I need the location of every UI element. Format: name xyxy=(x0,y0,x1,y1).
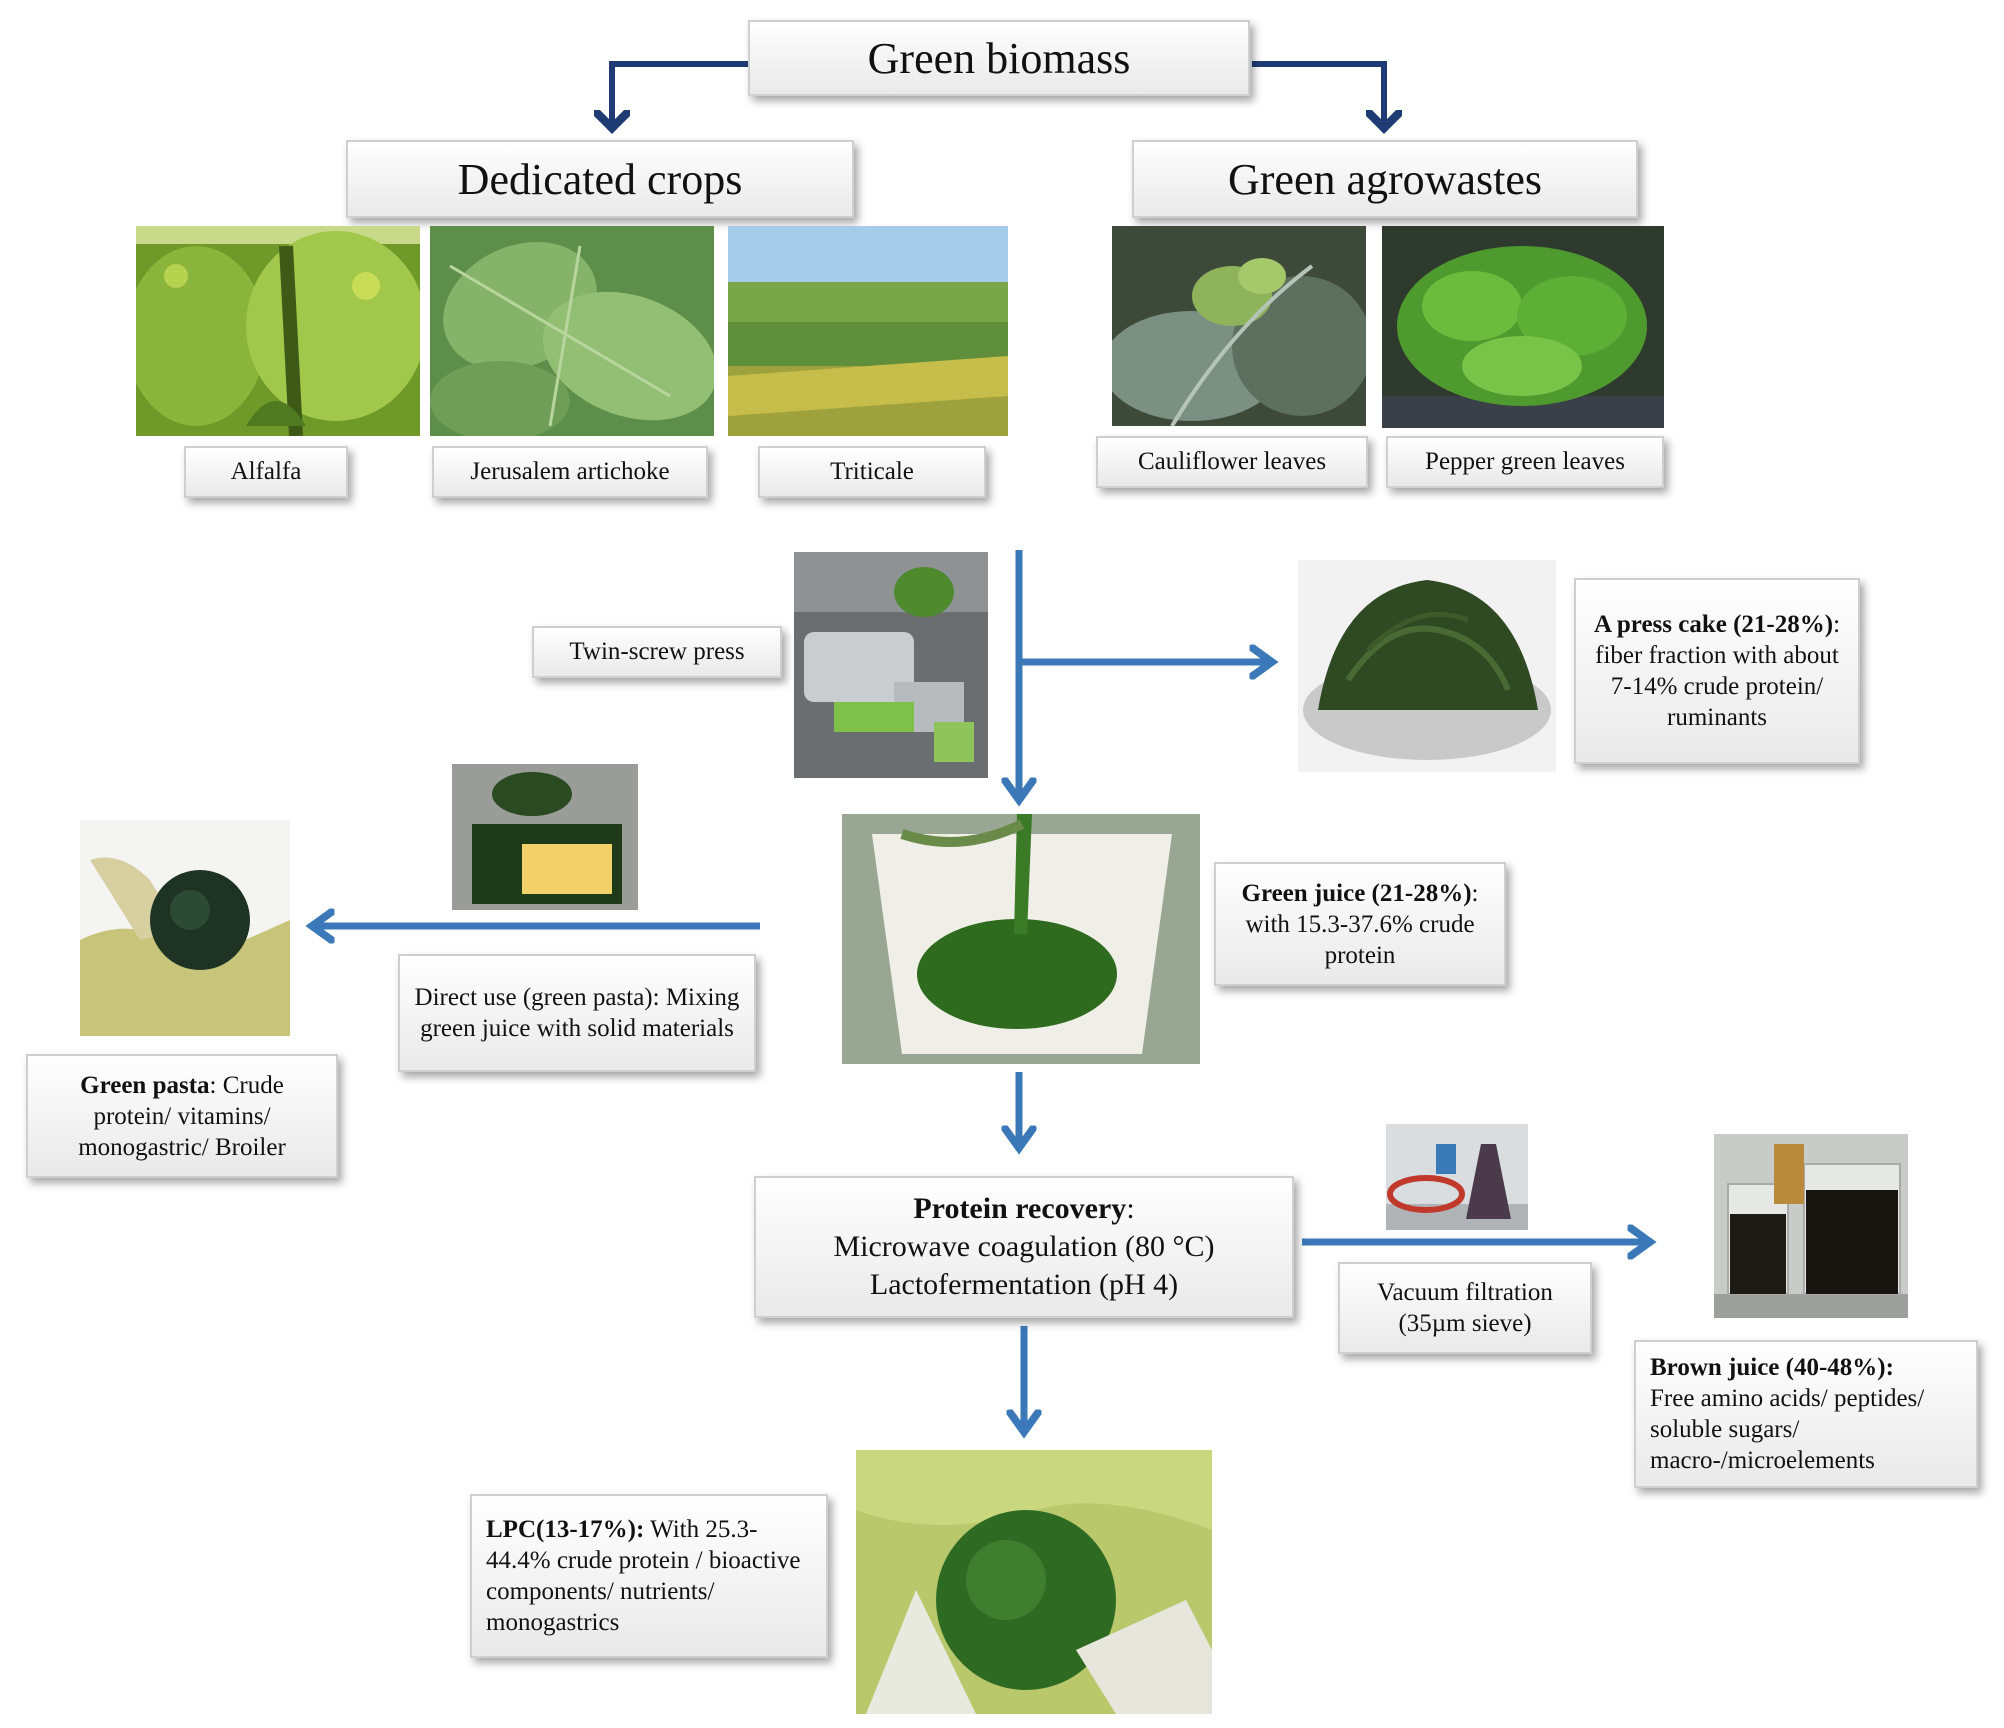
green-juice-text: : with 15.3-37.6% crude protein xyxy=(1245,879,1479,969)
green-juice-photo xyxy=(842,814,1200,1064)
twin-screw-press-photo xyxy=(794,552,988,778)
brown-juice-box: Brown juice (40-48%): Free amino acids/ … xyxy=(1634,1340,1978,1488)
arrow-to-green-agrowastes xyxy=(1252,61,1384,128)
direct-use-photo xyxy=(452,764,638,910)
alfalfa-label: Alfalfa xyxy=(184,446,348,498)
protein-recovery-line2: Microwave coagulation (80 °C) xyxy=(833,1230,1215,1263)
green-pasta-box: Green pasta: Crude protein/ vitamins/ mo… xyxy=(26,1054,338,1178)
press-cake-photo xyxy=(1298,560,1556,772)
direct-use-box: Direct use (green pasta): Mixing green j… xyxy=(398,954,756,1072)
vacuum-filtration-photo xyxy=(1386,1124,1528,1230)
arrow-to-dedicated-crops xyxy=(612,61,748,128)
triticale-label: Triticale xyxy=(758,446,986,498)
green-juice-bold: Green juice (21-28%) xyxy=(1241,879,1472,907)
brown-juice-bold: Brown juice (40-48%): xyxy=(1650,1354,1894,1381)
lpc-box: LPC(13-17%): With 25.3-44.4% crude prote… xyxy=(470,1494,828,1658)
jerusalem-artichoke-label: Jerusalem artichoke xyxy=(432,446,708,498)
green-biomass-title: Green biomass xyxy=(867,33,1131,83)
twin-screw-press-label: Twin-screw press xyxy=(532,626,782,678)
cauliflower-leaves-photo xyxy=(1112,226,1366,426)
green-pasta-photo xyxy=(80,820,290,1036)
green-juice-box: Green juice (21-28%): with 15.3-37.6% cr… xyxy=(1214,862,1506,986)
press-cake-box: A press cake (21-28%): fiber fraction wi… xyxy=(1574,578,1860,764)
brown-juice-text: Free amino acids/ peptides/ soluble suga… xyxy=(1650,1385,1925,1474)
press-cake-bold: A press cake (21-28%) xyxy=(1593,611,1834,638)
dedicated-crops-box: Dedicated crops xyxy=(346,140,854,218)
lpc-text: With 25.3-44.4% crude protein / bioactiv… xyxy=(486,1516,801,1636)
alfalfa-photo xyxy=(136,226,420,436)
pepper-leaves-photo xyxy=(1382,226,1664,428)
press-cake-text: : fiber fraction with about 7-14% crude … xyxy=(1595,611,1841,731)
cauliflower-leaves-label: Cauliflower leaves xyxy=(1096,436,1368,488)
protein-recovery-box: Protein recovery: Microwave coagulation … xyxy=(754,1176,1294,1318)
green-pasta-text: : Crude protein/ vitamins/ monogastric/ … xyxy=(78,1071,286,1161)
jerusalem-artichoke-photo xyxy=(430,226,714,436)
protein-recovery-line3: Lactofermentation (pH 4) xyxy=(869,1268,1179,1301)
pepper-leaves-label: Pepper green leaves xyxy=(1386,436,1664,488)
green-biomass-box: Green biomass xyxy=(748,20,1250,96)
vacuum-filtration-text: Vacuum filtration (35µm sieve) xyxy=(1377,1279,1553,1337)
green-pasta-bold: Green pasta xyxy=(80,1071,210,1099)
dedicated-crops-title: Dedicated crops xyxy=(457,154,743,204)
direct-use-text: Direct use (green pasta): Mixing green j… xyxy=(414,984,740,1042)
green-agrowastes-title: Green agrowastes xyxy=(1228,154,1542,204)
triticale-photo xyxy=(728,226,1008,436)
lpc-bold: LPC(13-17%): xyxy=(486,1516,645,1543)
brown-juice-photo xyxy=(1714,1134,1908,1318)
vacuum-filtration-box: Vacuum filtration (35µm sieve) xyxy=(1338,1262,1592,1354)
lpc-photo xyxy=(856,1450,1212,1714)
green-agrowastes-box: Green agrowastes xyxy=(1132,140,1638,218)
protein-recovery-bold: Protein recovery xyxy=(913,1192,1127,1225)
